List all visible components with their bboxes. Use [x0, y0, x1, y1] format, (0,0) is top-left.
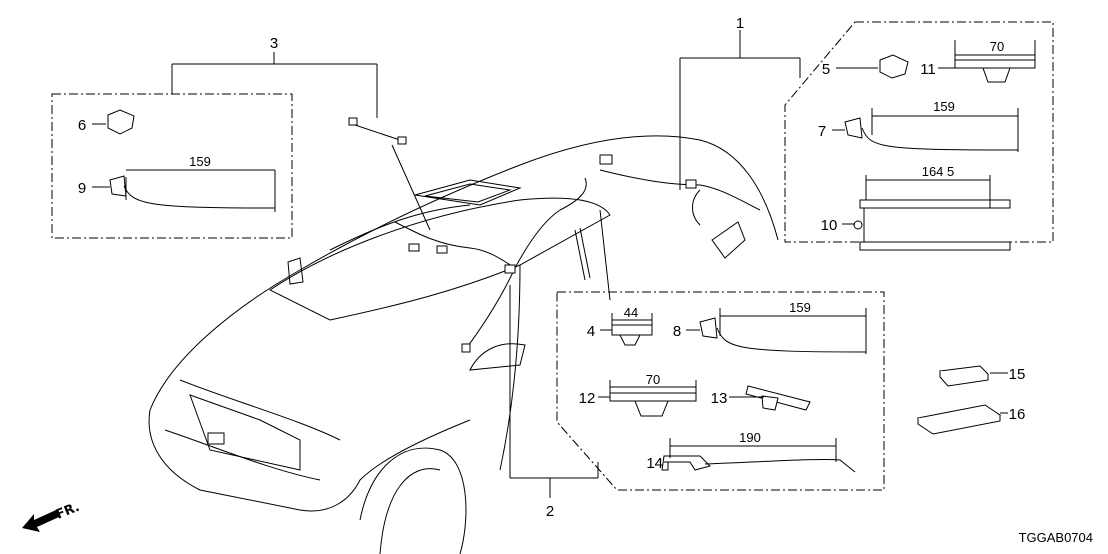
callout-16: 16 [1009, 406, 1026, 423]
dimension-part-11: 70 [990, 39, 1004, 54]
roof-harness [348, 117, 761, 353]
part-10-tie [853, 175, 1011, 251]
part-12-clip [609, 380, 697, 417]
dimension-part-10: 164 5 [922, 164, 955, 179]
callout-6: 6 [78, 117, 86, 134]
callout-14: 14 [646, 455, 663, 472]
part-8-tie [699, 308, 867, 354]
front-direction-arrow-icon: FR. [22, 500, 82, 532]
front-direction-label: FR. [54, 500, 82, 523]
callout-2: 2 [546, 503, 554, 520]
bracket-2 [509, 285, 599, 498]
diagram-code: TGGAB0704 [1019, 530, 1093, 545]
callout-5: 5 [822, 61, 830, 78]
dimension-part-8: 159 [789, 300, 811, 315]
callout-13: 13 [711, 390, 728, 407]
part-11-clip [954, 40, 1036, 83]
part-13-clip [745, 385, 811, 411]
callout-9: 9 [78, 180, 86, 197]
part-16-pad [916, 404, 1002, 435]
callout-11: 11 [920, 61, 936, 78]
callout-10: 10 [821, 217, 838, 234]
callout-7: 7 [818, 123, 826, 140]
car-illustration [148, 135, 779, 554]
group-2-box [556, 291, 885, 491]
part-9-tie [109, 169, 276, 212]
part-6-clip [107, 109, 135, 135]
dimension-part-7: 159 [933, 99, 955, 114]
dimension-part-9: 159 [189, 154, 211, 169]
dimension-part-12: 70 [646, 372, 660, 387]
callout-15: 15 [1009, 366, 1026, 383]
callout-8: 8 [673, 323, 681, 340]
dimension-part-14: 190 [739, 430, 761, 445]
dimension-part-4: 44 [624, 305, 638, 320]
part-7-tie [844, 108, 1019, 152]
callout-3: 3 [270, 35, 278, 52]
part-14-tie [661, 438, 856, 473]
bracket-3 [171, 52, 378, 118]
part-15-pad [938, 365, 990, 387]
callout-1: 1 [736, 15, 744, 32]
callout-12: 12 [579, 390, 596, 407]
bracket-1 [679, 30, 801, 190]
callout-4: 4 [587, 323, 595, 340]
group-3-box [51, 93, 293, 239]
part-5-clip [879, 54, 909, 79]
part-4-clip [611, 313, 653, 346]
